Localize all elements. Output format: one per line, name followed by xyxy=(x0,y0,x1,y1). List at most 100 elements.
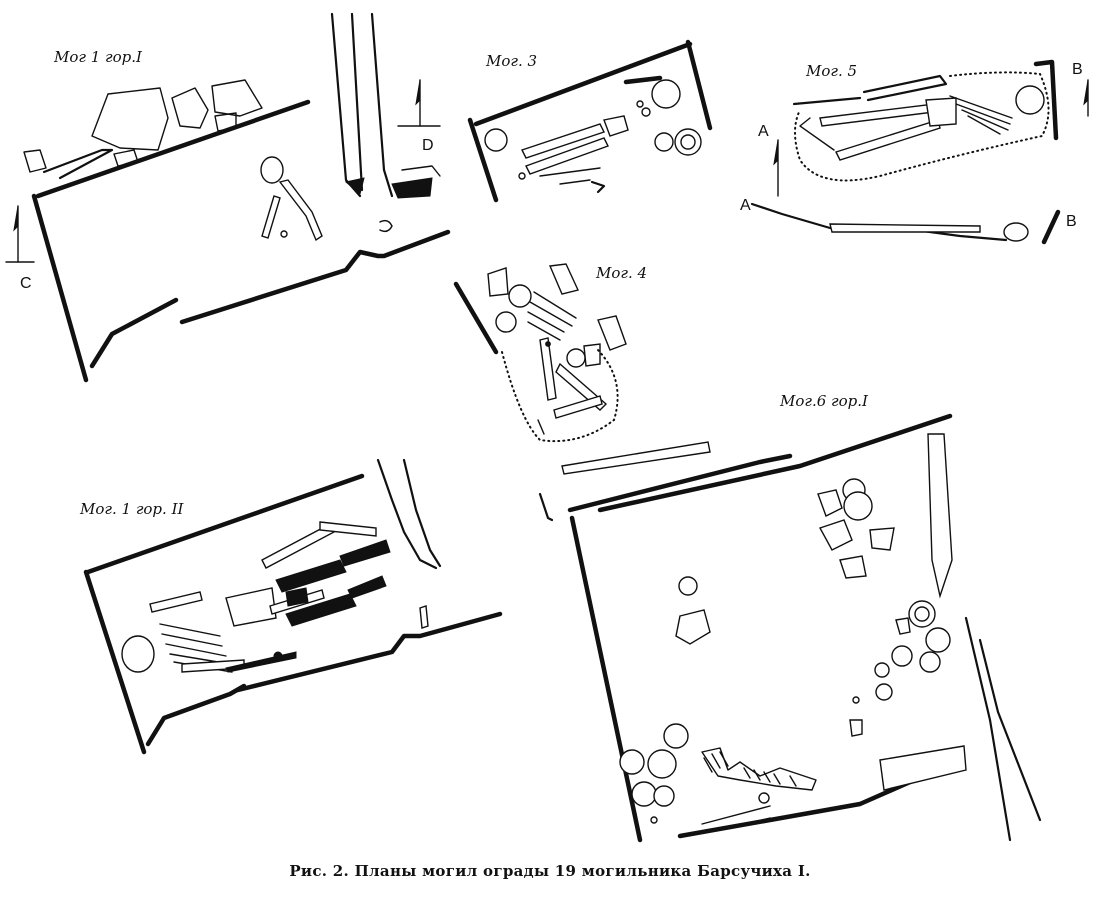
pot-fragment xyxy=(839,555,867,579)
hatched-bones xyxy=(701,747,817,791)
pot xyxy=(875,683,893,701)
ribs xyxy=(949,95,1013,135)
pelvis xyxy=(925,97,957,127)
pit-wall xyxy=(862,74,948,102)
bone-fragment xyxy=(758,792,770,804)
pit-wall xyxy=(1033,59,1059,141)
stone xyxy=(211,79,263,117)
pot xyxy=(891,645,913,667)
pit-wall xyxy=(35,99,311,199)
pit-wall xyxy=(567,453,793,513)
pot-fragment xyxy=(895,617,911,635)
hatching xyxy=(703,751,797,787)
section-mark-a-bottom: A xyxy=(740,197,751,214)
pelvis xyxy=(603,115,629,137)
pit-wall xyxy=(85,473,365,575)
north-arrow-icon xyxy=(773,139,779,166)
pit-wall xyxy=(350,12,364,192)
blackened-bone xyxy=(285,587,309,607)
pit-wall xyxy=(964,616,1012,842)
blackened-bone xyxy=(275,559,347,593)
pit-wall xyxy=(376,458,438,570)
bone xyxy=(149,591,203,613)
pit-wall xyxy=(89,297,179,369)
section-mark-b-top: B xyxy=(1072,61,1083,78)
pot-fragment xyxy=(849,719,863,737)
bone xyxy=(701,805,771,831)
section-mark-c: C xyxy=(20,275,32,292)
pit-outline xyxy=(794,71,1050,182)
pot xyxy=(678,576,698,596)
bone-fragment xyxy=(379,219,393,233)
plank xyxy=(879,745,967,791)
bone-fragment xyxy=(636,100,644,108)
pot-fragment xyxy=(675,609,711,645)
bone xyxy=(525,137,609,175)
pit-wall xyxy=(145,683,247,747)
bead xyxy=(545,341,551,347)
bone-fragment xyxy=(650,816,658,824)
bone xyxy=(553,395,603,419)
grave-6-horizon-1-plan: Мог.6 гор.I xyxy=(538,392,1042,843)
bone xyxy=(539,167,601,185)
pot xyxy=(495,311,517,333)
bone xyxy=(261,195,281,239)
pot-rim xyxy=(914,606,930,622)
bone xyxy=(521,123,605,159)
skull xyxy=(484,128,508,152)
pit-wall xyxy=(685,39,713,131)
stone xyxy=(23,149,47,173)
pot-fragment xyxy=(869,527,895,551)
stone xyxy=(583,343,601,367)
pot xyxy=(919,651,941,673)
bone xyxy=(278,179,323,242)
fragment xyxy=(590,180,606,194)
figure-caption: Рис. 2. Планы могил ограды 19 могильника… xyxy=(289,862,811,880)
ribs xyxy=(527,291,577,341)
bead xyxy=(852,696,860,704)
blackened-bone xyxy=(339,539,391,567)
pelvis xyxy=(225,587,277,627)
fragment xyxy=(391,177,433,199)
pot xyxy=(925,627,951,653)
north-arrow-icon xyxy=(1083,79,1089,106)
pit-wall xyxy=(83,569,147,755)
profile-line xyxy=(750,202,1008,242)
bone xyxy=(835,119,941,161)
pot xyxy=(651,79,681,109)
stone xyxy=(171,87,209,129)
bone xyxy=(829,223,981,233)
pit-wall xyxy=(473,41,693,127)
pot-rim xyxy=(680,134,696,150)
pit-wall xyxy=(792,96,862,106)
bone xyxy=(799,117,835,151)
skull xyxy=(260,156,284,184)
skull xyxy=(508,284,532,308)
bone-fragment xyxy=(419,605,429,629)
section-d-plan: D xyxy=(330,12,441,199)
grave-6-horizon-1-label: Мог.6 гор.I xyxy=(779,392,869,410)
grave-1-horizon-2-plan: Мог. 1 гор. II xyxy=(79,458,503,755)
pit-wall xyxy=(31,193,89,383)
section-mark-b-bottom: B xyxy=(1066,213,1077,230)
pit-wall xyxy=(179,229,451,325)
bone xyxy=(537,419,545,435)
stone xyxy=(487,267,509,297)
bone xyxy=(319,521,377,537)
pot-fragment xyxy=(817,489,843,517)
grave-5-plan: Мог. 5 A B A B xyxy=(740,59,1089,245)
pot xyxy=(619,749,645,775)
grave-1-horizon-1-plan: Мог 1 гор.I C xyxy=(5,48,451,383)
pit-wall xyxy=(370,12,394,198)
pot-fragment xyxy=(818,519,853,551)
pot xyxy=(654,132,674,152)
grave-5-label: Мог. 5 xyxy=(805,62,857,80)
section-mark-d: D xyxy=(422,137,434,154)
pit-wall xyxy=(467,117,499,203)
grave-4-label: Мог. 4 xyxy=(595,264,647,282)
pit-wall xyxy=(235,611,503,693)
pit-wall xyxy=(330,12,362,198)
pit-wall xyxy=(402,458,442,568)
pelvis xyxy=(566,348,586,368)
